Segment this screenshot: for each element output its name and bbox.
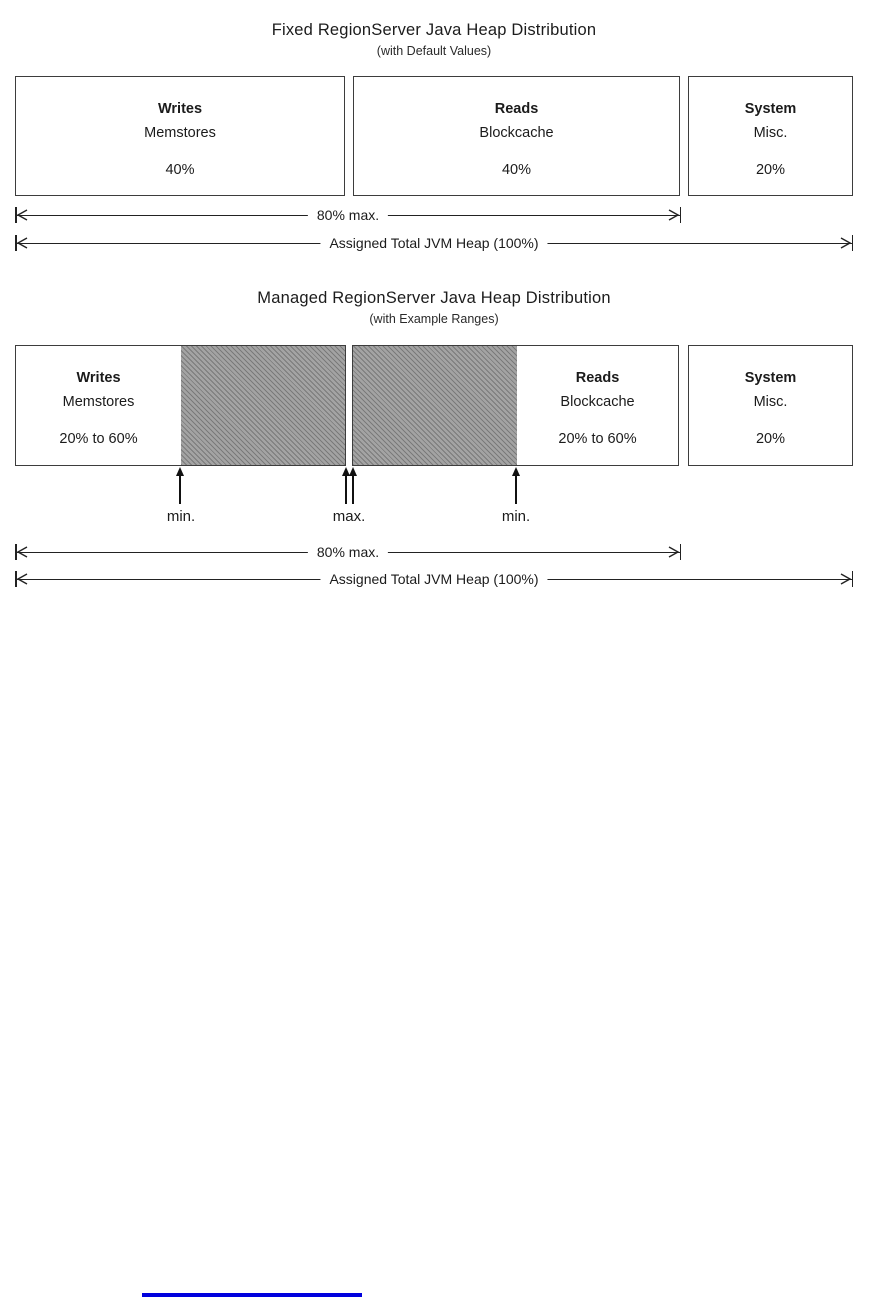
box-subtitle: Memstores — [62, 394, 135, 410]
managed-total-heap-dimension-arrow: Assigned Total JVM Heap (100%) — [15, 571, 853, 587]
arrowhead-left-icon — [16, 546, 28, 558]
box-value: 20% — [755, 162, 786, 178]
arrowhead-right-icon — [668, 209, 680, 221]
max-marker-up-arrow-icon — [349, 467, 358, 504]
managed-diagram-subtitle: (with Example Ranges) — [369, 312, 499, 326]
fixed-diagram-title: Fixed RegionServer Java Heap Distributio… — [271, 21, 597, 39]
arrowhead-left-icon — [16, 237, 28, 249]
managed-writes-box: Writes Memstores 20% to 60% — [15, 345, 346, 466]
managed-system-box: System Misc. 20% — [688, 345, 853, 466]
max-marker-up-arrow-icon — [342, 467, 351, 504]
arrow-label: 80% max. — [307, 544, 389, 560]
fixed-80pct-dimension-arrow: 80% max. — [15, 207, 681, 223]
box-title: System — [744, 370, 797, 386]
box-subtitle: Blockcache — [560, 394, 635, 410]
box-title: Writes — [76, 370, 121, 386]
dimension-tick — [679, 544, 681, 560]
managed-reads-box: Reads Blockcache 20% to 60% — [352, 345, 679, 466]
dimension-tick — [851, 235, 853, 251]
dimension-tick — [15, 571, 17, 587]
dimension-tick — [679, 207, 681, 223]
min-marker-right-up-arrow-icon — [512, 467, 521, 504]
box-subtitle: Misc. — [753, 125, 788, 141]
memstore-range-hatch-region — [181, 346, 345, 465]
box-title: System — [744, 101, 797, 117]
box-value: 20% to 60% — [558, 431, 637, 447]
box-value: 20% — [755, 431, 786, 447]
dimension-tick — [15, 207, 17, 223]
fixed-writes-box: Writes Memstores 40% — [15, 76, 345, 196]
dimension-tick — [15, 235, 17, 251]
writes-label-area: Writes Memstores 20% to 60% — [16, 346, 181, 465]
reads-label-area: Reads Blockcache 20% to 60% — [517, 346, 678, 465]
min-marker-left-up-arrow-icon — [176, 467, 185, 504]
max-marker-label: max. — [332, 508, 366, 525]
arrowhead-right-icon — [668, 546, 680, 558]
box-title: Reads — [575, 370, 620, 386]
arrowhead-left-icon — [16, 573, 28, 585]
box-value: 40% — [501, 162, 532, 178]
fixed-reads-box: Reads Blockcache 40% — [353, 76, 680, 196]
box-title: Reads — [494, 101, 539, 117]
box-subtitle: Blockcache — [479, 125, 554, 141]
dimension-tick — [851, 571, 853, 587]
min-marker-label: min. — [501, 508, 531, 525]
box-title: Writes — [157, 101, 203, 117]
arrowhead-right-icon — [840, 573, 852, 585]
arrowhead-right-icon — [840, 237, 852, 249]
box-subtitle: Misc. — [753, 394, 788, 410]
box-subtitle: Memstores — [144, 125, 216, 141]
arrow-label: 80% max. — [307, 207, 389, 223]
box-value: 40% — [165, 162, 195, 178]
managed-diagram-title: Managed RegionServer Java Heap Distribut… — [257, 289, 611, 307]
blockcache-range-hatch-region — [353, 346, 517, 465]
dimension-tick — [15, 544, 17, 560]
arrow-label: Assigned Total JVM Heap (100%) — [320, 235, 548, 251]
managed-80pct-dimension-arrow: 80% max. — [15, 544, 681, 560]
link-underline[interactable] — [142, 1293, 362, 1297]
fixed-system-box: System Misc. 20% — [688, 76, 853, 196]
fixed-total-heap-dimension-arrow: Assigned Total JVM Heap (100%) — [15, 235, 853, 251]
min-marker-label: min. — [166, 508, 196, 525]
arrow-label: Assigned Total JVM Heap (100%) — [320, 571, 548, 587]
box-value: 20% to 60% — [59, 431, 138, 447]
fixed-diagram-subtitle: (with Default Values) — [376, 44, 492, 58]
arrowhead-left-icon — [16, 209, 28, 221]
